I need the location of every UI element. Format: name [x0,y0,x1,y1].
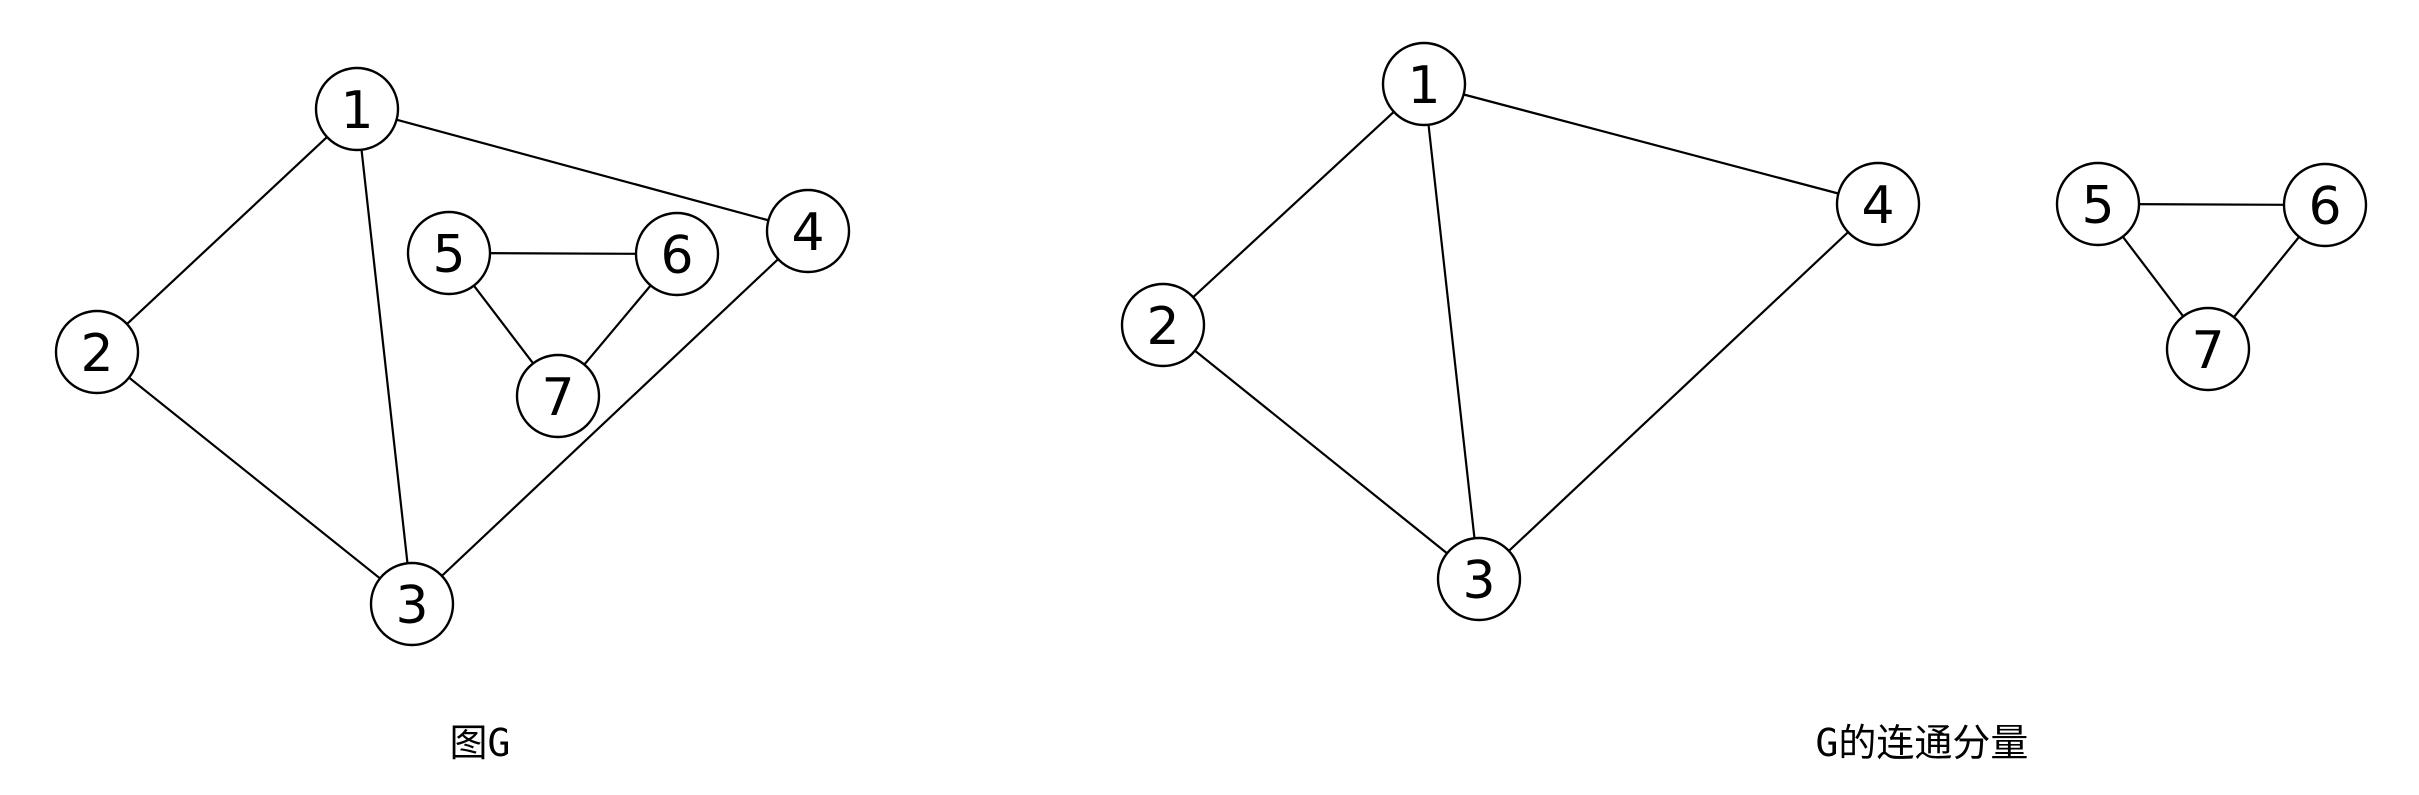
node-circle [1835,161,1921,247]
node-circle [2165,306,2251,392]
edge-1-4 [356,107,809,233]
node-circle [2055,161,2141,247]
node-label: 5 [432,225,465,285]
node-label: 1 [340,81,373,141]
node-circle [1381,41,1467,127]
caption-connected-components: G的连通分量 [1815,721,2029,765]
node-label: 4 [1861,176,1894,236]
node-1: 1 [314,66,400,152]
edge-1-2 [96,108,358,353]
edge-2-3 [96,351,413,605]
edge-1-3 [355,108,414,605]
graph-g: 1 2 3 4 5 6 7 [54,66,851,647]
node-7: 7 [2165,306,2251,392]
node-circle [54,309,140,395]
node-label: 3 [395,576,428,636]
edge-1-2 [1162,83,1425,326]
node-label: 1 [1407,56,1440,116]
node-3: 3 [369,561,455,647]
node-circle [1120,282,1206,368]
node-label: 4 [791,203,824,263]
node-7: 7 [515,353,601,439]
node-5: 5 [406,210,492,296]
node-label: 2 [80,324,113,384]
node-6: 6 [2282,162,2368,248]
node-6: 6 [634,211,720,297]
edge-3-4 [411,230,809,605]
node-circle [406,210,492,296]
node-1: 1 [1381,41,1467,127]
node-4: 4 [765,188,851,274]
node-5: 5 [2055,161,2141,247]
node-label: 3 [1462,551,1495,611]
node-label: 7 [2191,321,2224,381]
node-circle [314,66,400,152]
graph-g-connected-components: 1 2 3 4 5 6 7 [1120,41,2368,622]
node-label: 6 [2308,177,2341,237]
node-circle [765,188,851,274]
edge-1-3 [1422,83,1481,580]
node-circle [1436,536,1522,622]
node-3: 3 [1436,536,1522,622]
node-label: 2 [1146,297,1179,357]
node-label: 6 [660,226,693,286]
node-circle [369,561,455,647]
edge-2-3 [1162,324,1480,580]
edge-3-4 [1478,203,1879,580]
node-2: 2 [54,309,140,395]
edge-1-4 [1423,82,1879,206]
node-circle [515,353,601,439]
node-4: 4 [1835,161,1921,247]
node-circle [634,211,720,297]
caption-graph-g: 图G [449,721,511,765]
node-2: 2 [1120,282,1206,368]
node-label: 5 [2081,176,2114,236]
node-circle [2282,162,2368,248]
node-label: 7 [541,368,574,428]
